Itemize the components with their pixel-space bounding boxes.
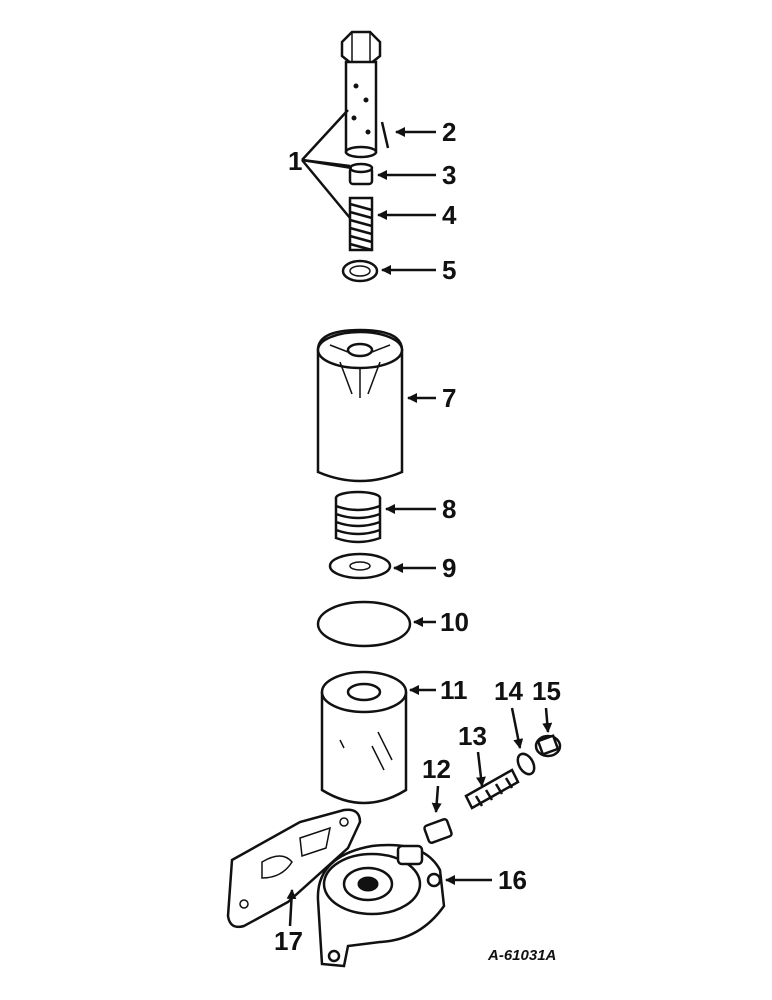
label-14: 14 xyxy=(494,676,523,706)
leader-1a xyxy=(301,109,349,161)
label-13: 13 xyxy=(458,721,487,751)
leader-1c xyxy=(301,159,351,219)
leader-12 xyxy=(431,785,442,813)
label-3: 3 xyxy=(442,160,456,190)
part-7-shell xyxy=(316,328,404,483)
label-15: 15 xyxy=(532,676,561,706)
label-12: 12 xyxy=(422,754,451,784)
label-9: 9 xyxy=(442,553,456,583)
part-2-pin xyxy=(380,121,390,149)
part-4-spring xyxy=(348,196,374,252)
part-10-gasket-ring xyxy=(316,600,412,648)
leader-lines xyxy=(286,109,553,927)
part-14-o-ring xyxy=(516,752,536,776)
leader-17 xyxy=(286,889,297,927)
drawing-code: A-61031A xyxy=(487,947,556,964)
part-11-filter-element xyxy=(320,670,408,805)
leader-1d xyxy=(301,158,353,170)
label-16: 16 xyxy=(498,865,527,895)
part-16-filter-base xyxy=(316,843,446,968)
part-5-ring xyxy=(341,259,379,283)
part-15-plug xyxy=(534,734,562,758)
label-11: 11 xyxy=(440,675,468,705)
part-13-relief-spring xyxy=(464,768,520,810)
leader-14 xyxy=(510,707,524,749)
part-9-washer xyxy=(328,552,392,580)
label-5: 5 xyxy=(442,255,456,285)
label-8: 8 xyxy=(442,494,456,524)
label-10: 10 xyxy=(440,607,469,637)
leader-13 xyxy=(475,751,486,787)
part-1-bolt xyxy=(340,30,382,159)
leader-15 xyxy=(542,707,553,733)
part-12-plug xyxy=(423,818,453,844)
label-2: 2 xyxy=(442,117,456,147)
label-1: 1 xyxy=(288,146,302,176)
part-3-plug xyxy=(348,162,374,186)
label-4: 4 xyxy=(442,200,457,230)
part-17-gasket xyxy=(226,808,362,929)
label-7: 7 xyxy=(442,383,456,413)
label-17: 17 xyxy=(274,926,303,956)
part-8-spring xyxy=(334,490,382,544)
